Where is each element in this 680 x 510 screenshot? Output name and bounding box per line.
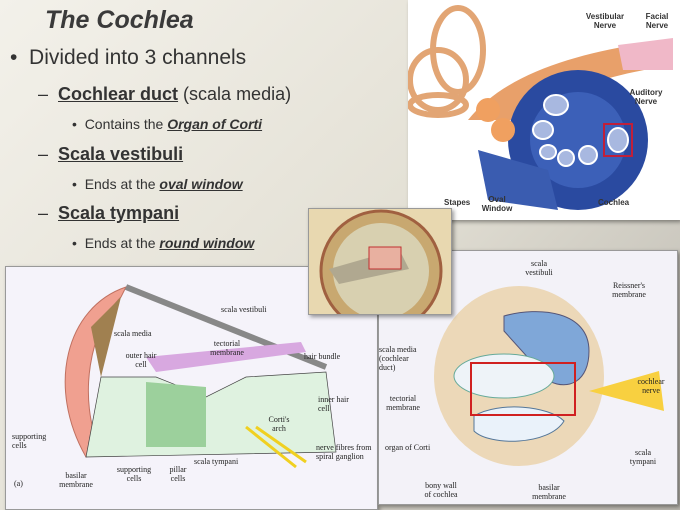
label-vestibular-nerve: Vestibular Nerve — [585, 12, 625, 30]
label-basilar-membrane: basilar membrane — [59, 471, 93, 489]
sub-item: • Contains the Organ of Corti — [72, 116, 263, 132]
label-pillar-cells: pillar cells — [169, 465, 187, 483]
cochlea-cross-section-figure: scala vestibuli Reissner's membrane scal… — [378, 250, 678, 505]
organ-drawing — [64, 284, 337, 469]
sub-em: oval window — [159, 176, 243, 192]
label-auditory-nerve: Auditory Nerve — [629, 88, 663, 106]
label-organ-of-corti: organ of Corti — [385, 443, 431, 452]
item-name: Scala vestibuli — [58, 144, 184, 164]
label-outer-hair-cell: outer hair cell — [125, 351, 157, 369]
inner-ear-drawing — [408, 5, 673, 210]
sub-item: • Ends at the round window — [72, 235, 255, 251]
label-tectorial-membrane: tectorial membrane — [386, 394, 420, 412]
label-bony-wall: bony wall of cochlea — [424, 481, 458, 499]
item-scala-tympani: – Scala tympani — [38, 203, 180, 223]
item-suffix: (scala media) — [178, 84, 292, 104]
label-scala-vestibuli: scala vestibuli — [525, 259, 553, 277]
item-scala-vestibuli: – Scala vestibuli — [38, 144, 184, 164]
label-cortis-arch: Corti's arch — [268, 415, 290, 433]
micrograph-drawing — [319, 209, 443, 314]
sub-em: round window — [159, 235, 255, 251]
label-stapes: Stapes — [444, 198, 471, 207]
label-cochlea: Cochlea — [598, 198, 630, 207]
inner-ear-figure: Vestibular Nerve Facial Nerve Auditory N… — [408, 0, 680, 220]
sub-em: Organ of Corti — [167, 116, 263, 132]
label-hair-bundle: hair bundle — [304, 352, 341, 361]
label-scala-tympani: scala tympani — [629, 448, 657, 466]
label-scala-media: scala media — [114, 329, 152, 338]
sub-text: Contains the — [84, 116, 168, 132]
bullet-main: • Divided into 3 channels — [10, 46, 247, 69]
label-inner-hair-cell: inner hair cell — [318, 395, 349, 413]
label-scala-media: scala media (cochlear duct) — [379, 345, 417, 372]
item-cochlear-duct: – Cochlear duct (scala media) — [38, 84, 292, 104]
label-oval-window: Oval Window — [481, 195, 513, 213]
label-reissners-membrane: Reissner's membrane — [612, 281, 646, 299]
bullet-text: Divided into 3 channels — [29, 46, 247, 69]
label-scala-tympani: scala tympani — [194, 457, 239, 466]
label-facial-nerve: Facial Nerve — [645, 12, 669, 30]
cross-section-drawing — [434, 286, 664, 466]
label-cochlear-nerve: cochlear nerve — [637, 377, 665, 395]
sub-item: • Ends at the oval window — [72, 176, 243, 192]
label-tectorial-membrane: tectorial membrane — [210, 339, 244, 357]
label-scala-vestibuli: scala vestibuli — [221, 305, 267, 314]
label-supporting-cells-bottom: supporting cells — [116, 465, 152, 483]
sub-text: Ends at the — [84, 176, 160, 192]
label-basilar-membrane: basilar membrane — [532, 483, 566, 501]
label-panel-a: (a) — [14, 479, 23, 488]
item-name: Scala tympani — [58, 203, 180, 223]
item-name: Cochlear duct — [58, 84, 179, 104]
label-supporting-cells: supporting cells — [12, 432, 47, 450]
sub-text: Ends at the — [84, 235, 160, 251]
cochlea-micrograph — [308, 208, 452, 315]
label-nerve-fibres: nerve fibres from spiral ganglion — [316, 443, 372, 461]
slide-title: The Cochlea — [45, 6, 194, 34]
